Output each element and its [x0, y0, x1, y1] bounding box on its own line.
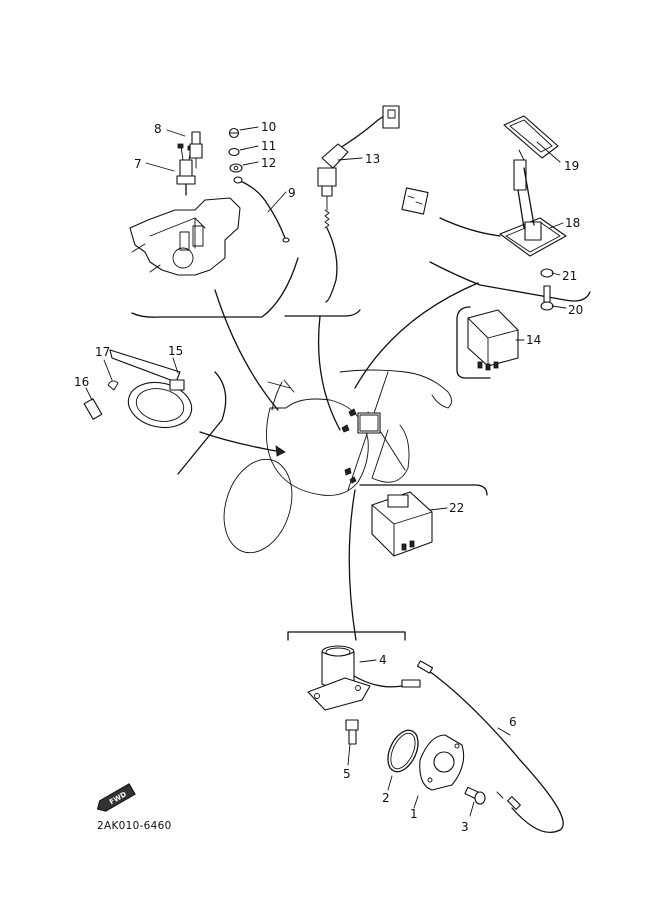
oring: [387, 729, 419, 773]
relay-unit: [467, 309, 519, 371]
lead-wire: [416, 660, 564, 834]
part-label-6: 6: [509, 715, 517, 729]
group-brackets: [131, 257, 591, 641]
small-hardware: [228, 127, 243, 173]
part-label-19: 19: [564, 159, 579, 173]
bracket-coil-group: [284, 309, 361, 317]
frame-outline: [223, 369, 452, 554]
leader-lines: [199, 282, 479, 641]
bracket-horn-group: [177, 371, 227, 475]
horn: [83, 349, 193, 429]
fuel-sender: [401, 149, 567, 257]
thermo-housing: [129, 197, 241, 276]
sender-cover: [419, 734, 465, 791]
bracket-switch-group: [287, 631, 406, 641]
cover-screw: [464, 786, 486, 805]
part-label-2: 2: [382, 791, 390, 805]
part-label-9: 9: [288, 186, 296, 200]
ignition-coil: [317, 105, 400, 303]
part-label-22: 22: [449, 501, 464, 515]
part-label-10: 10: [261, 120, 276, 134]
part-label-7: 7: [134, 157, 142, 171]
fuel-sender-gasket: [503, 115, 559, 159]
part-label-4: 4: [379, 653, 387, 667]
fuel-sender-screws: [540, 268, 554, 311]
part-label-13: 13: [365, 152, 380, 166]
sender-bolt: [345, 719, 359, 745]
callouts: 8 7 10 11 12 9 13 19 18 21 20 14 15 17 1…: [74, 120, 583, 834]
part-label-11: 11: [261, 139, 276, 153]
ground-lead: [233, 176, 290, 243]
callout-leaders: [85, 126, 567, 817]
part-label-12: 12: [261, 156, 276, 170]
fwd-badge: FWD: [96, 783, 136, 812]
part-label-16: 16: [74, 375, 89, 389]
temp-sensor: [189, 131, 203, 169]
part-label-14: 14: [526, 333, 541, 347]
part-label-5: 5: [343, 767, 351, 781]
part-label-17: 17: [95, 345, 110, 359]
part-label-15: 15: [168, 344, 183, 358]
part-label-21: 21: [562, 269, 577, 283]
bracket-temp-sensor-group: [131, 257, 299, 318]
neutral-switch: [307, 645, 421, 711]
part-label-1: 1: [410, 807, 418, 821]
diagram-code: 2AK010-6460: [97, 820, 172, 832]
part-label-18: 18: [565, 216, 580, 230]
part-label-3: 3: [461, 820, 469, 834]
bracket-relay-group: [456, 306, 491, 379]
part-label-20: 20: [568, 303, 583, 317]
bracket-flasher-group: [359, 484, 488, 496]
flasher-relay: [371, 491, 433, 557]
bracket-fuel-sender-group: [429, 261, 591, 302]
part-label-8: 8: [154, 122, 162, 136]
